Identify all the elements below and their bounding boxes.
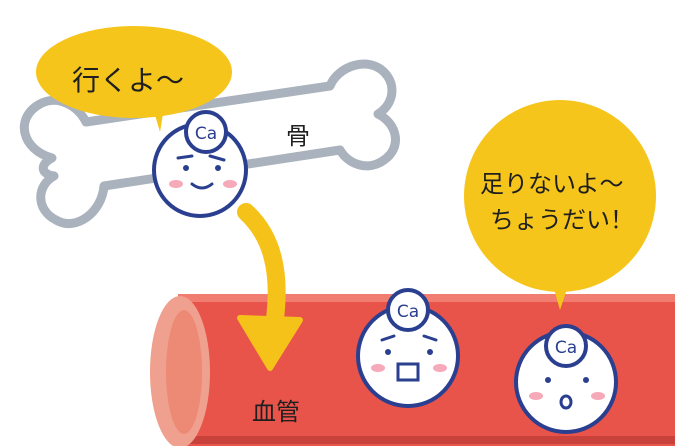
ca-badge-text: Ca xyxy=(195,124,217,144)
speech-bubble-right xyxy=(464,100,656,310)
ca-badge-text: Ca xyxy=(555,338,577,358)
bubble-left-text: 行くよ〜 xyxy=(72,64,184,97)
ca-badge-icon xyxy=(544,324,588,368)
bubble-right-line-1: 足りないよ〜 xyxy=(480,170,624,198)
ca-badge-text: Ca xyxy=(397,302,419,322)
ca-character-bone xyxy=(152,110,248,218)
blood-vessel-label: 血管 xyxy=(252,398,300,426)
ca-badge-icon xyxy=(184,110,228,154)
ca-badge-icon xyxy=(386,288,430,332)
ca-character-vessel-2 xyxy=(514,324,618,434)
bone-label: 骨 xyxy=(286,122,310,150)
speech-bubble-left xyxy=(36,26,232,132)
ca-character-vessel-1 xyxy=(356,288,460,408)
arrow-down-icon xyxy=(237,203,303,371)
bubble-right-line-2: ちょうだい！ xyxy=(490,206,634,234)
